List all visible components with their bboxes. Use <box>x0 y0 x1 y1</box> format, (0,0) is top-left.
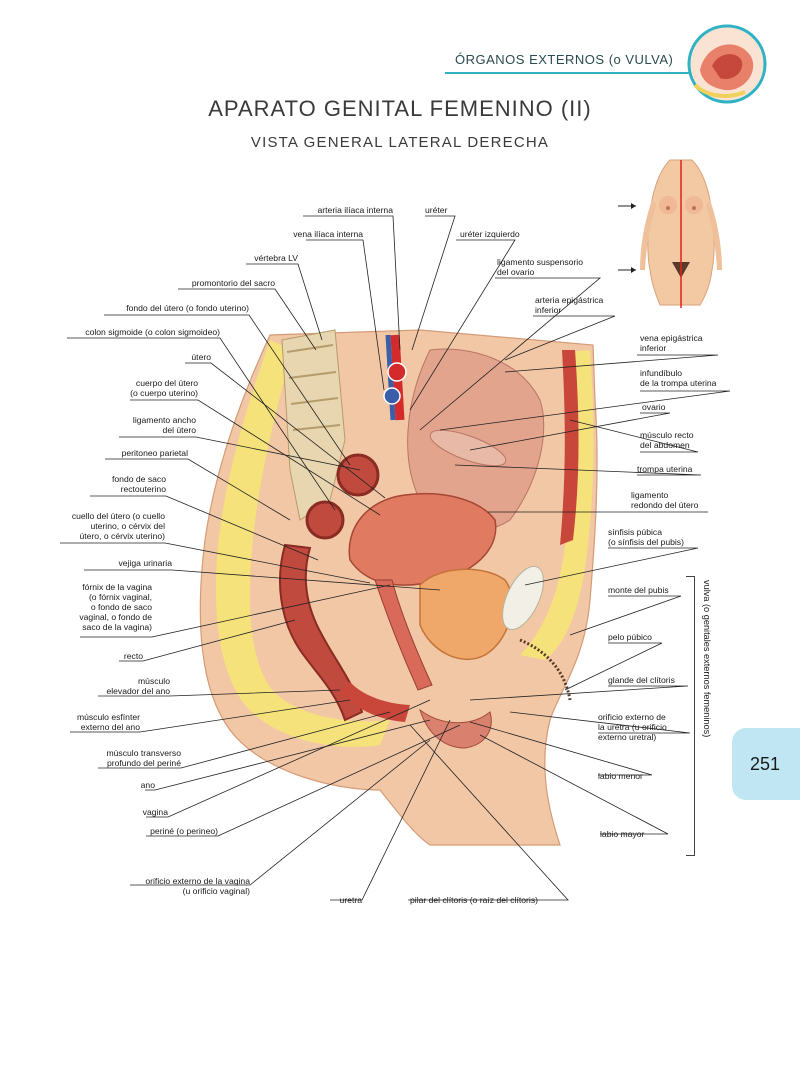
label-cuello-utero-line2: uterino, o cérvix del <box>90 521 165 531</box>
label-ureter-izquierdo: uréter izquierdo <box>460 229 520 239</box>
label-transverso-line2: profundo del periné <box>106 758 181 768</box>
label-ureter: uréter <box>425 205 448 215</box>
section-rule <box>445 72 695 74</box>
label-cuerpo-utero-line1: cuerpo del útero <box>135 378 198 388</box>
label-orificio-vagina: orificio externo de la vagina (u orifici… <box>110 876 250 896</box>
label-vena-iliaca-interna: vena ilíaca interna <box>293 229 363 239</box>
label-fornix-line3: o fondo de saco <box>90 602 152 612</box>
label-esfinter-line1: músculo esfínter <box>76 712 140 722</box>
label-orificio-uretra-line1: orificio externo de <box>598 712 666 722</box>
label-fornix-line1: fórnix de la vagina <box>82 582 152 592</box>
label-arteria-epigastrica-line1: arteria epigástrica <box>535 295 604 305</box>
label-vejiga: vejiga urinaria <box>118 558 172 568</box>
label-transverso: músculo transverso profundo del periné <box>70 748 181 768</box>
label-pelo-pubico: pelo púbico <box>608 632 652 642</box>
label-perine: periné (o perineo) <box>150 826 218 836</box>
label-infundibulo-line1: infundíbulo <box>640 368 683 378</box>
section-tag: ÓRGANOS EXTERNOS (o VULVA) <box>455 52 674 67</box>
leader-lines <box>60 215 731 901</box>
label-ligamento-ancho-line1: ligamento ancho <box>132 415 196 425</box>
page-number: 251 <box>750 754 781 774</box>
label-fondo-utero: fondo del útero (o fondo uterino) <box>126 303 249 313</box>
label-ligamento-ancho-line2: del útero <box>162 425 196 435</box>
label-vagina: vagina <box>142 807 168 817</box>
label-cuello-utero-line1: cuello del útero (o cuello <box>71 511 165 521</box>
label-utero: útero <box>191 352 211 362</box>
label-labio-mayor: labio mayor <box>600 829 645 839</box>
page-subtitle: VISTA GENERAL LATERAL DERECHA <box>250 134 550 151</box>
label-promontorio-sacro: promontorio del sacro <box>191 278 275 288</box>
label-glande-clitoris: glande del clítoris <box>608 675 675 685</box>
page-title: APARATO GENITAL FEMENINO (II) <box>208 96 592 121</box>
label-peritoneo-parietal: peritoneo parietal <box>121 448 188 458</box>
label-elevador-line2: elevador del ano <box>106 686 170 696</box>
label-fornix: fórnix de la vagina (o fórnix vaginal, o… <box>40 582 152 632</box>
label-cuello-utero: cuello del útero (o cuello uterino, o cé… <box>40 511 165 541</box>
vulva-bracket-label: vulva (o genitales externos femeninos) <box>702 580 716 850</box>
label-orificio-uretra-line2: la uretra (u orificio <box>598 722 667 732</box>
label-vena-epigastrica-line2: inferior <box>640 343 667 353</box>
label-colon-sigmoide: colon sigmoide (o colon sigmoideo) <box>85 327 220 337</box>
label-fondo-saco-line1: fondo de saco <box>112 474 166 484</box>
label-ligamento-redondo-line1: ligamento <box>631 490 669 500</box>
label-ligamento-ancho: ligamento ancho del útero <box>110 415 196 435</box>
section-thumbnail-icon <box>687 24 767 104</box>
label-cuello-utero-line3: útero, o cérvix uterino) <box>79 531 166 541</box>
label-sinfisis: sínfisis púbica (o sínfisis del pubis) <box>608 527 684 547</box>
label-sinfisis-line1: sínfisis púbica <box>608 527 662 537</box>
label-arteria-epigastrica-line2: inferior <box>535 305 562 315</box>
label-sinfisis-line2: (o sínfisis del pubis) <box>608 537 684 547</box>
label-pilar-clitoris: pilar del clítoris (o raíz del clítoris) <box>410 895 538 905</box>
body-reference-figure <box>618 159 722 308</box>
label-musculo-recto-line1: músculo recto <box>640 430 694 440</box>
label-fondo-saco: fondo de saco rectouterino <box>90 474 166 494</box>
label-orificio-uretra: orificio externo de la uretra (u orifici… <box>598 712 667 742</box>
label-cuerpo-utero-line2: (o cuerpo uterino) <box>130 388 198 398</box>
label-infundibulo-line2: de la trompa uterina <box>640 378 717 388</box>
label-orificio-uretra-line3: externo uretral) <box>598 732 657 742</box>
label-ano: ano <box>140 780 155 790</box>
label-ligamento-suspensorio: ligamento suspensorio del ovario <box>497 257 583 277</box>
label-cuerpo-utero: cuerpo del útero (o cuerpo uterino) <box>110 378 198 398</box>
label-ligamento-redondo: ligamento redondo del útero <box>631 490 698 510</box>
label-arteria-iliaca-interna: arteria ilíaca interna <box>317 205 393 215</box>
label-fondo-saco-line2: rectouterino <box>120 484 166 494</box>
sagittal-section <box>199 329 598 846</box>
label-arteria-epigastrica: arteria epigástrica inferior <box>535 295 603 315</box>
label-trompa-uterina: trompa uterina <box>637 464 693 474</box>
label-ligamento-suspensorio-line1: ligamento suspensorio <box>497 257 583 267</box>
label-infundibulo: infundíbulo de la trompa uterina <box>640 368 716 388</box>
label-fornix-line4: vaginal, o fondo de <box>79 612 152 622</box>
label-musculo-recto: músculo recto del abdomen <box>640 430 694 450</box>
label-labio-menor: labio menor <box>598 771 643 781</box>
label-elevador-line1: músculo <box>138 676 170 686</box>
vulva-bracket-text: vulva (o genitales externos femeninos) <box>702 580 712 738</box>
label-ovario: ovario <box>642 402 666 412</box>
label-recto: recto <box>123 651 143 661</box>
label-vena-epigastrica: vena epigástrica inferior <box>640 333 703 353</box>
label-elevador: músculo elevador del ano <box>80 676 170 696</box>
label-esfinter: músculo esfínter externo del ano <box>50 712 140 732</box>
page-number-tab <box>732 728 800 800</box>
label-vena-epigastrica-line1: vena epigástrica <box>640 333 703 343</box>
label-fornix-line2: (o fórnix vaginal, <box>88 592 152 602</box>
label-musculo-recto-line2: del abdomen <box>640 440 690 450</box>
label-orificio-vagina-line2: (u orificio vaginal) <box>182 886 250 896</box>
label-uretra: uretra <box>339 895 362 905</box>
label-ligamento-redondo-line2: redondo del útero <box>631 500 699 510</box>
label-vertebra-lv: vértebra LV <box>254 253 298 263</box>
label-transverso-line1: músculo transverso <box>106 748 181 758</box>
label-monte-pubis: monte del pubis <box>608 585 669 595</box>
label-orificio-vagina-line1: orificio externo de la vagina <box>145 876 250 886</box>
label-esfinter-line2: externo del ano <box>80 722 140 732</box>
vulva-bracket <box>686 576 695 856</box>
label-fornix-line5: saco de la vagina) <box>82 622 152 632</box>
label-ligamento-suspensorio-line2: del ovario <box>497 267 535 277</box>
